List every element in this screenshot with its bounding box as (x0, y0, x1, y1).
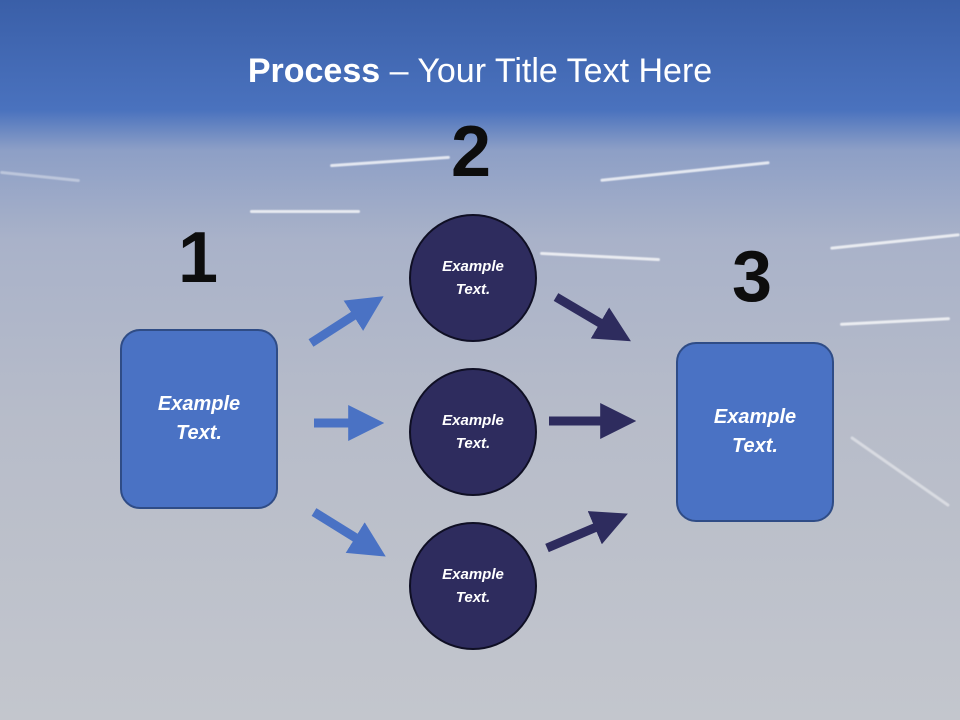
title-bold: Process (247, 52, 381, 90)
circle-middle: Example Text. (409, 368, 537, 496)
arrow-down-right-dark (553, 293, 631, 342)
step-number-1: 1 (178, 218, 219, 298)
circle-bottom-text: Example Text. (442, 566, 504, 606)
circle-top-text: Example Text. (442, 258, 504, 298)
title-rest: – Your Title Text Here (380, 52, 713, 90)
left-step-box: Example Text. (120, 329, 278, 509)
light-streak (250, 210, 360, 213)
circle-top: Example Text. (409, 214, 537, 342)
arrow-up-right (308, 296, 384, 347)
step-number-3: 3 (732, 237, 773, 317)
left-box-text: Example Text. (157, 393, 241, 444)
circle-bottom: Example Text. (409, 522, 537, 650)
arrow-up-right-dark (545, 511, 628, 553)
slide-title: Process – Your Title Text Here (0, 52, 960, 91)
right-step-box: Example Text. (676, 342, 834, 522)
circle-middle-text: Example Text. (442, 412, 504, 452)
arrow-down-right (311, 508, 386, 557)
step-number-2: 2 (451, 112, 492, 192)
right-box-text: Example Text. (713, 406, 797, 457)
